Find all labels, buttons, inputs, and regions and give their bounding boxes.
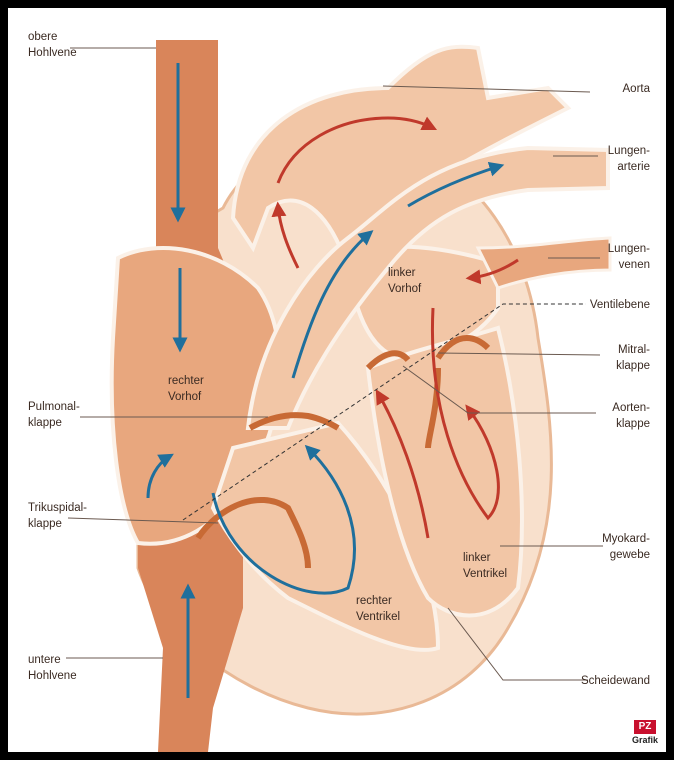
logo-badge: PZ (634, 720, 656, 734)
label-myokardgewebe: Myokard- (602, 533, 650, 545)
label-lungenvenen: Lungen- (608, 243, 650, 255)
label-linker-vorhof-2: Vorhof (388, 283, 422, 295)
label-aortenklappe-2: klappe (616, 418, 650, 430)
label-pulmonalklappe-2: klappe (28, 417, 62, 429)
label-aorta: Aorta (623, 83, 651, 95)
label-rechter-ventrikel-2: Ventrikel (356, 611, 400, 623)
label-ventilebene: Ventilebene (590, 299, 650, 311)
label-obere-hohlvene: obere (28, 31, 57, 43)
label-scheidewand: Scheidewand (581, 675, 650, 687)
logo-subtitle: Grafik (628, 735, 662, 745)
label-myokardgewebe-2: gewebe (610, 549, 650, 561)
label-rechter-vorhof-2: Vorhof (168, 391, 202, 403)
label-linker-ventrikel-2: Ventrikel (463, 568, 507, 580)
label-pulmonalklappe: Pulmonal- (28, 401, 80, 413)
label-rechter-vorhof: rechter (168, 375, 204, 387)
label-untere-hohlvene: untere (28, 654, 61, 666)
label-trikuspidalklappe: Trikuspidal- (28, 502, 87, 514)
label-aortenklappe: Aorten- (612, 402, 650, 414)
label-rechter-ventrikel: rechter (356, 595, 392, 607)
label-obere-hohlvene-2: Hohlvene (28, 47, 77, 59)
label-mitralklappe-2: klappe (616, 360, 650, 372)
diagram-panel: obere Hohlvene Aorta Lungen- arterie Lun… (8, 8, 666, 752)
label-lungenarterie: Lungen- (608, 145, 650, 157)
label-mitralklappe: Mitral- (618, 344, 650, 356)
label-untere-hohlvene-2: Hohlvene (28, 670, 77, 682)
label-lungenvenen-2: venen (619, 259, 650, 271)
label-trikuspidalklappe-2: klappe (28, 518, 62, 530)
label-linker-ventrikel: linker (463, 552, 491, 564)
heart-diagram: obere Hohlvene Aorta Lungen- arterie Lun… (8, 8, 666, 752)
label-linker-vorhof: linker (388, 267, 416, 279)
pz-grafik-logo: PZ Grafik (628, 720, 662, 750)
label-lungenarterie-2: arterie (617, 161, 650, 173)
